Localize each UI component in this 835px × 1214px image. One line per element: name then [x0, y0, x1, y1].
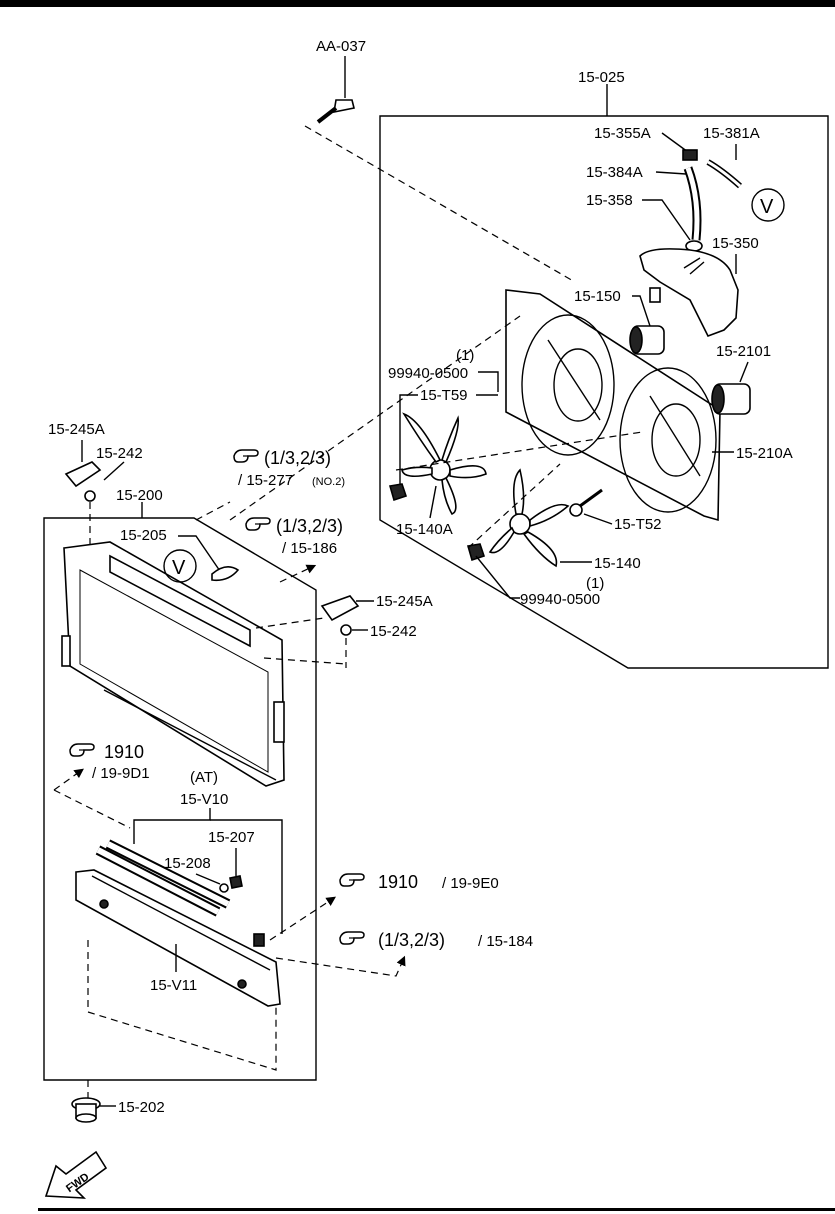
drain-plug-15-202: [71, 1097, 101, 1123]
label-15-381A: 15-381A: [703, 125, 760, 142]
label-15-200: 15-200: [116, 487, 163, 504]
label-15-245A-mid: 15-245A: [376, 593, 433, 610]
label-15-210A: 15-210A: [736, 445, 793, 462]
label-15-207: 15-207: [208, 829, 255, 846]
label-15-T59: 15-T59: [420, 387, 468, 404]
reference-15-277: (1/3,2/3) / 15-277 (NO.2): [233, 448, 345, 489]
ref-19-9D1-main: 1910: [104, 742, 144, 762]
label-qty-1-b: (1): [586, 575, 604, 592]
bracket-15-245A-top: [64, 461, 102, 488]
label-15-350: 15-350: [712, 235, 759, 252]
radiator-box: [43, 517, 317, 1081]
pointing-hand-icon: [339, 873, 365, 887]
label-15-358: 15-358: [586, 192, 633, 209]
label-15-V10: 15-V10: [180, 791, 228, 808]
ref-15-277-note: (NO.2): [312, 476, 345, 488]
label-15-T52: 15-T52: [614, 516, 662, 533]
ref-15-186-main: (1/3,2/3): [276, 516, 343, 536]
label-99940-0500-b: 99940-0500: [520, 591, 600, 608]
ref-15-277-main: (1/3,2/3): [264, 448, 331, 468]
pointing-hand-icon: [339, 931, 365, 945]
reference-15-184: (1/3,2/3) / 15-184: [339, 930, 533, 950]
reference-15-186: (1/3,2/3) / 15-186: [245, 516, 343, 557]
label-15-242-top: 15-242: [96, 445, 143, 462]
fan-blade-15-140: [488, 468, 570, 568]
lower-tank-15-V11: [75, 869, 281, 1007]
label-v-mid: V: [172, 557, 186, 579]
label-15-2101: 15-2101: [716, 343, 771, 360]
ref-15-184-sub: / 15-184: [478, 933, 533, 950]
circle-v-top: [751, 188, 785, 222]
bolt-icon: [316, 99, 355, 124]
ref-19-9D1-sub: / 19-9D1: [92, 765, 150, 782]
label-15-140: 15-140: [594, 555, 641, 572]
bracket-15-245A-mid: [320, 595, 360, 622]
label-15-202: 15-202: [118, 1099, 165, 1116]
pointing-hand-icon: [233, 449, 259, 463]
grommet-15-242-top: [84, 490, 96, 502]
ref-19-9E0-sub: / 19-9E0: [442, 875, 499, 892]
grommet-15-242-mid: [340, 624, 352, 636]
label-15-384A: 15-384A: [586, 164, 643, 181]
label-15-245A-top: 15-245A: [48, 421, 105, 438]
pointing-hand-icon: [69, 743, 95, 757]
label-15-V11: 15-V11: [150, 977, 197, 994]
label-15-205: 15-205: [120, 527, 167, 544]
bottom-border: [38, 1208, 835, 1211]
fan-motor-15-2101: [711, 383, 751, 415]
atf-cooler-pipes: [95, 839, 231, 917]
label-99940-0500-a: 99940-0500: [388, 365, 468, 382]
coolant-reservoir-tank: [639, 248, 739, 338]
label-15-150: 15-150: [574, 288, 621, 305]
fan-shroud: [505, 289, 721, 522]
nut-icon: [388, 483, 408, 502]
top-border: [0, 0, 835, 7]
label-15-242-mid: 15-242: [370, 623, 417, 640]
ref-15-277-sub: / 15-277: [238, 472, 293, 489]
hose-15-205: [211, 566, 240, 582]
ref-15-184-main: (1/3,2/3): [378, 930, 445, 950]
plug-15-207: [229, 875, 243, 889]
reference-19-9D1: 1910 / 19-9D1: [69, 742, 150, 782]
label-qty-1-a: (1): [456, 347, 474, 364]
nut-icon-b: [466, 543, 486, 562]
cap-icon: [682, 149, 698, 161]
ref-15-186-sub: / 15-186: [282, 540, 337, 557]
fwd-arrow-icon: FWD: [44, 1150, 108, 1199]
label-aa-037: AA-037: [316, 38, 366, 55]
reference-19-9E0: 1910 / 19-9E0: [339, 872, 499, 892]
fan-blade-15-140A: [401, 412, 487, 516]
label-15-140A: 15-140A: [396, 521, 453, 538]
label-at: (AT): [190, 769, 218, 786]
ref-19-9E0-main: 1910: [378, 872, 418, 892]
oring-15-208: [219, 883, 229, 893]
fan-motor-15-150: [629, 325, 665, 355]
fan-assembly-box: [379, 115, 829, 669]
pointing-hand-icon: [245, 517, 271, 531]
screw-icon: [569, 488, 603, 517]
circle-v-mid: [163, 549, 197, 583]
label-15-355A: 15-355A: [594, 125, 651, 142]
label-15-208: 15-208: [164, 855, 211, 872]
label-15-025: 15-025: [578, 69, 625, 86]
radiator-core: [61, 541, 285, 787]
label-v-top: V: [760, 196, 774, 218]
